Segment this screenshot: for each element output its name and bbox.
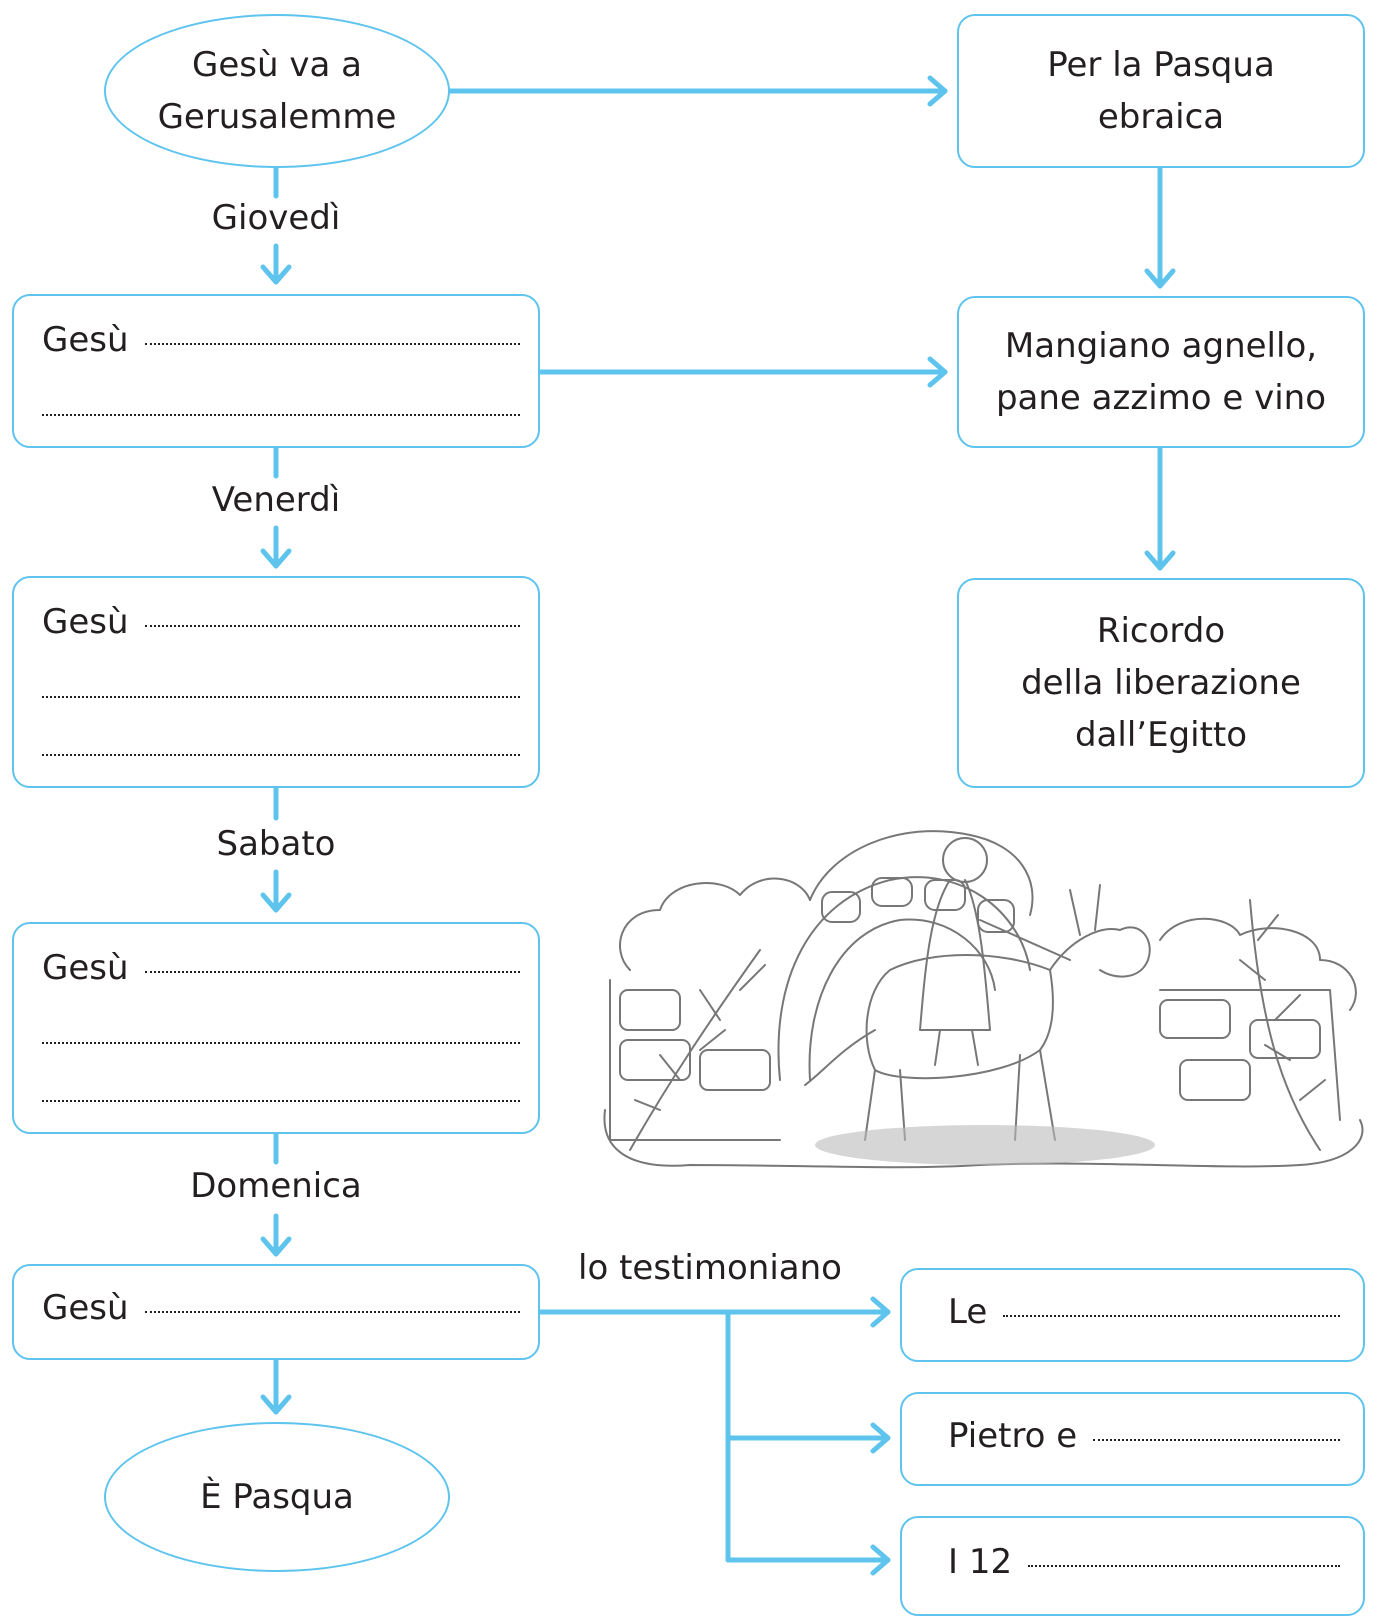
witness-box-twelve: I 12 xyxy=(900,1516,1365,1616)
day-label-friday: Venerdì xyxy=(211,480,341,520)
passover-line-2: ebraica xyxy=(1097,97,1225,137)
event-box-sunday: Gesù xyxy=(12,1264,540,1360)
day-label-saturday: Sabato xyxy=(216,824,336,864)
fill-in-line[interactable] xyxy=(42,1060,520,1102)
witness-box-peter: Pietro e xyxy=(900,1392,1365,1486)
memory-line-1: Ricordo xyxy=(1096,611,1226,651)
passover-line-1: Per la Pasqua xyxy=(1047,45,1275,85)
day-label-thursday: Giovedì xyxy=(211,198,341,238)
fill-in-line[interactable] xyxy=(144,971,520,973)
jesus-on-donkey-illustration xyxy=(603,830,1364,1169)
fill-in-line[interactable] xyxy=(1093,1439,1340,1441)
start-node: Gesù va a Gerusalemme xyxy=(104,14,450,168)
event-box-saturday: Gesù xyxy=(12,922,540,1134)
day-label-sunday: Domenica xyxy=(190,1166,362,1206)
start-line-1: Gesù va a xyxy=(192,45,362,85)
fill-in-line[interactable] xyxy=(42,374,520,416)
witness-label: lo testimoniano xyxy=(578,1248,842,1288)
witness-box-women: Le xyxy=(900,1268,1365,1362)
fill-in-line[interactable] xyxy=(144,1311,520,1313)
memory-line-3: dall’Egitto xyxy=(1074,715,1248,755)
passover-box: Per la Pasqua ebraica xyxy=(957,14,1365,168)
event-box-thursday: Gesù xyxy=(12,294,540,448)
event-box-prefix: Gesù xyxy=(42,320,129,360)
fill-in-line[interactable] xyxy=(1003,1315,1340,1317)
event-box-friday: Gesù xyxy=(12,576,540,788)
end-node: È Pasqua xyxy=(104,1422,450,1572)
witness-prefix: I 12 xyxy=(948,1542,1013,1582)
meal-line-1: Mangiano agnello, xyxy=(1004,326,1318,366)
witness-prefix: Le xyxy=(948,1292,988,1332)
fill-in-line[interactable] xyxy=(42,714,520,756)
witness-prefix: Pietro e xyxy=(948,1416,1078,1456)
meal-line-2: pane azzimo e vino xyxy=(995,378,1327,418)
fill-in-line[interactable] xyxy=(42,1002,520,1044)
memory-line-2: della liberazione xyxy=(1021,663,1301,703)
event-box-prefix: Gesù xyxy=(42,1288,129,1328)
fill-in-line[interactable] xyxy=(42,656,520,698)
event-box-prefix: Gesù xyxy=(42,948,129,988)
meal-box: Mangiano agnello, pane azzimo e vino xyxy=(957,296,1365,448)
fill-in-line[interactable] xyxy=(144,343,520,345)
event-box-prefix: Gesù xyxy=(42,602,129,642)
memory-box: Ricordo della liberazione dall’Egitto xyxy=(957,578,1365,788)
end-text: È Pasqua xyxy=(200,1477,354,1517)
fill-in-line[interactable] xyxy=(144,625,520,627)
fill-in-line[interactable] xyxy=(1028,1565,1340,1567)
start-line-2: Gerusalemme xyxy=(157,97,397,137)
